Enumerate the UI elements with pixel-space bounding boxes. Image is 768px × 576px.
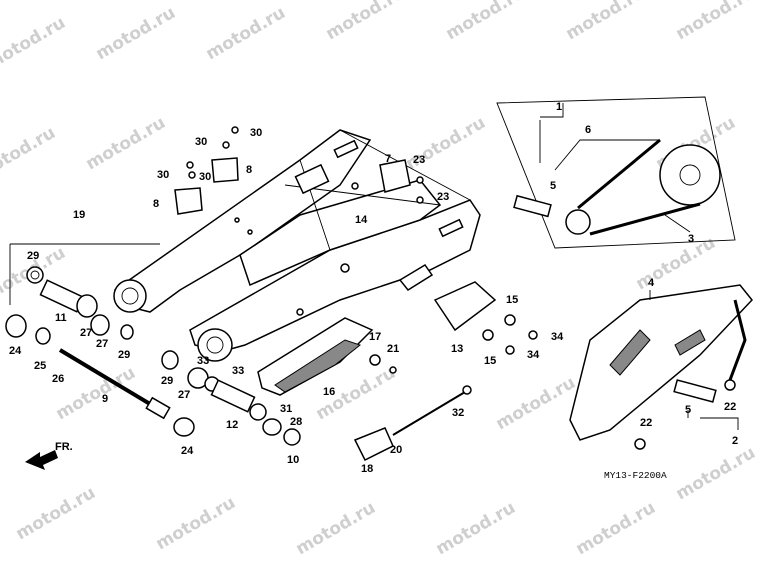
swingarm (113, 129, 481, 362)
callout-33b: 33 (232, 365, 244, 377)
callout-22a: 22 (640, 417, 652, 429)
svg-text:motod.ru: motod.ru (83, 113, 169, 174)
callout-34a: 34 (551, 331, 564, 343)
callout-9: 9 (102, 393, 108, 405)
callout-13: 13 (451, 343, 463, 355)
callout-34b: 34 (527, 349, 540, 361)
callout-5a: 5 (550, 180, 556, 192)
svg-text:motod.ru: motod.ru (93, 3, 179, 64)
svg-text:motod.ru: motod.ru (0, 13, 69, 74)
callout-7: 7 (385, 153, 391, 165)
svg-text:motod.ru: motod.ru (293, 498, 379, 559)
callout-14: 14 (355, 214, 368, 226)
callout-30b: 30 (250, 127, 262, 139)
svg-text:motod.ru: motod.ru (493, 373, 579, 434)
direction-label: FR. (55, 441, 73, 453)
diagram-code: MY13-F2200A (604, 470, 667, 481)
svg-text:motod.ru: motod.ru (433, 498, 519, 559)
callout-28: 28 (290, 416, 302, 428)
chain-inset (496, 96, 736, 249)
callout-4: 4 (648, 277, 655, 289)
callout-26: 26 (52, 373, 64, 385)
callout-15a: 15 (506, 294, 518, 306)
callout-1: 1 (556, 101, 562, 113)
callout-33a: 33 (197, 355, 209, 367)
front-direction-arrow: FR. (25, 441, 73, 470)
callout-22b: 22 (724, 401, 736, 413)
leader-lines (9, 103, 739, 430)
callout-21: 21 (387, 343, 399, 355)
svg-text:motod.ru: motod.ru (203, 3, 289, 64)
svg-text:motod.ru: motod.ru (573, 498, 659, 559)
callout-6: 6 (585, 124, 591, 136)
callout-8a: 8 (246, 164, 252, 176)
svg-text:motod.ru: motod.ru (563, 0, 649, 44)
callout-5b: 5 (685, 404, 691, 416)
callout-labels: 1 2 3 4 5 5 6 7 8 8 9 10 11 12 13 14 15 … (9, 101, 738, 475)
svg-text:motod.ru: motod.ru (633, 233, 719, 294)
chain-slider (257, 317, 374, 396)
callout-27a: 27 (80, 327, 92, 339)
svg-text:motod.ru: motod.ru (673, 0, 759, 44)
callout-19: 19 (73, 209, 85, 221)
callout-29a: 29 (27, 250, 39, 262)
brackets (174, 126, 538, 462)
callout-16: 16 (323, 386, 335, 398)
svg-text:motod.ru: motod.ru (13, 483, 99, 544)
svg-text:motod.ru: motod.ru (323, 0, 409, 44)
callout-17: 17 (369, 331, 381, 343)
callout-31: 31 (280, 403, 292, 415)
callout-29c: 29 (161, 375, 173, 387)
pivot-parts (5, 266, 301, 446)
callout-18: 18 (361, 463, 373, 475)
callout-30a: 30 (195, 136, 207, 148)
callout-2: 2 (732, 435, 738, 447)
svg-text:motod.ru: motod.ru (153, 493, 239, 554)
callout-24b: 24 (181, 445, 194, 457)
svg-text:motod.ru: motod.ru (673, 443, 759, 504)
callout-25: 25 (34, 360, 46, 372)
callout-30c: 30 (157, 169, 169, 181)
svg-text:motod.ru: motod.ru (0, 123, 59, 184)
callout-20: 20 (390, 444, 402, 456)
callout-3: 3 (688, 233, 694, 245)
callout-29b: 29 (118, 349, 130, 361)
callout-23a: 23 (413, 154, 425, 166)
svg-text:motod.ru: motod.ru (443, 0, 529, 44)
callout-23b: 23 (437, 191, 449, 203)
callout-12: 12 (226, 419, 238, 431)
chain-guard (569, 284, 753, 450)
callout-15b: 15 (484, 355, 496, 367)
callout-10: 10 (287, 454, 299, 466)
callout-27b: 27 (96, 338, 108, 350)
callout-11: 11 (55, 312, 67, 324)
callout-24a: 24 (9, 345, 22, 357)
callout-27c: 27 (178, 389, 190, 401)
callout-32: 32 (452, 407, 464, 419)
callout-8b: 8 (153, 198, 159, 210)
callout-30d: 30 (199, 171, 211, 183)
